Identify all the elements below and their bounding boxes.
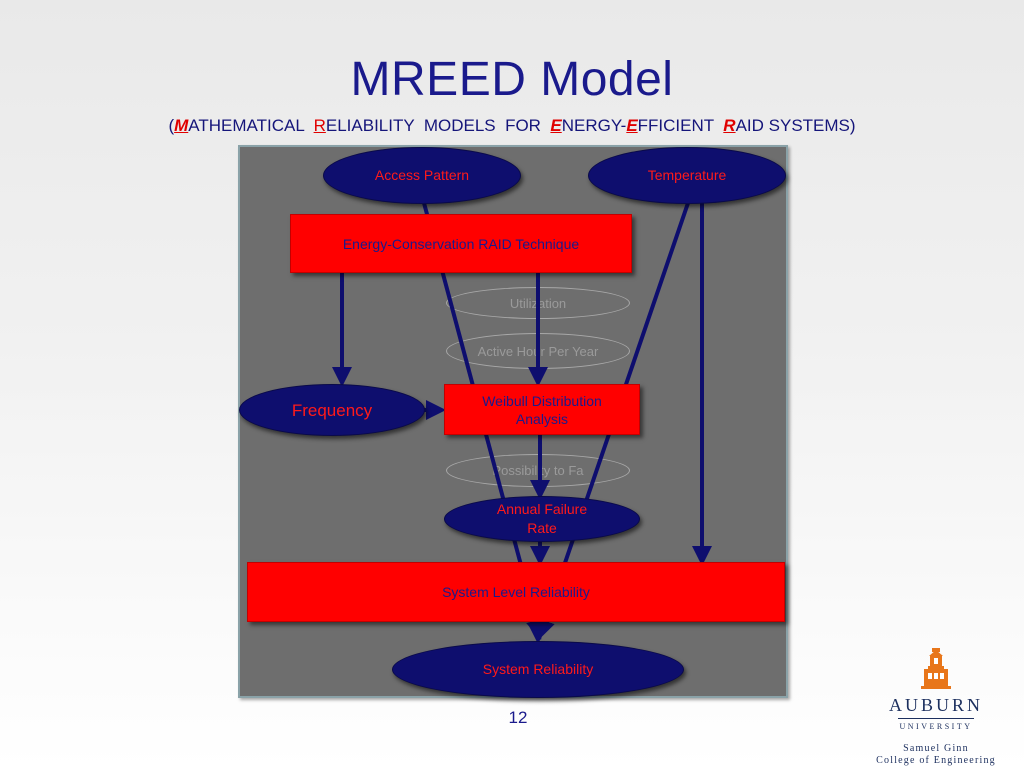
temperature-node: Temperature [588, 147, 786, 204]
annual-failure-rate-node: Annual Failure Rate [444, 496, 640, 542]
logo-college-line1: Samuel Ginn [903, 743, 969, 754]
weibull-box: Weibull Distribution Analysis [444, 384, 640, 435]
subtitle-initial-e1: E [550, 116, 562, 135]
possibility-ghost-oval: Possibility to Fa [446, 454, 630, 487]
access-pattern-node: Access Pattern [323, 147, 521, 204]
subtitle-word-energy: NERGY- [561, 116, 627, 135]
active-hour-ghost-oval: Active Hour Per Year [446, 333, 630, 369]
subtitle-word-efficient: FFICIENT [637, 116, 724, 135]
subtitle-open: ( [168, 116, 175, 135]
system-level-reliability-box: System Level Reliability [247, 562, 785, 622]
slide-subtitle: (MATHEMATICAL RELIABILITY MODELS FOR ENE… [0, 116, 1024, 136]
subtitle-initial-r2: R [723, 116, 736, 135]
page-number: 12 [508, 708, 528, 727]
logo-auburn-word: AUBURN [888, 695, 983, 715]
technique-box: Energy-Conservation RAID Technique [290, 214, 632, 273]
auburn-logo: AUBURN UNIVERSITY Samuel Ginn College of… [866, 646, 1006, 767]
utilization-ghost-oval: Utilization [446, 287, 630, 319]
slide-title: MREED Model [350, 53, 674, 106]
subtitle-initial-e2: E [626, 116, 638, 135]
subtitle-initial-m: M [174, 116, 189, 135]
system-reliability-node: System Reliability [392, 641, 684, 698]
frequency-node: Frequency [239, 384, 425, 436]
subtitle-word-raid-systems: AID SYSTEMS) [735, 116, 856, 135]
subtitle-word-reliability: ELIABILITY MODELS FOR [325, 116, 551, 135]
logo-college-line2: College of Engineering [876, 755, 996, 766]
logo-university-word: UNIVERSITY [899, 722, 973, 731]
subtitle-initial-r: R [313, 116, 326, 135]
logo-divider [898, 718, 974, 719]
subtitle-word-mathematical: ATHEMATICAL [188, 116, 314, 135]
samford-tower-icon [921, 648, 951, 689]
